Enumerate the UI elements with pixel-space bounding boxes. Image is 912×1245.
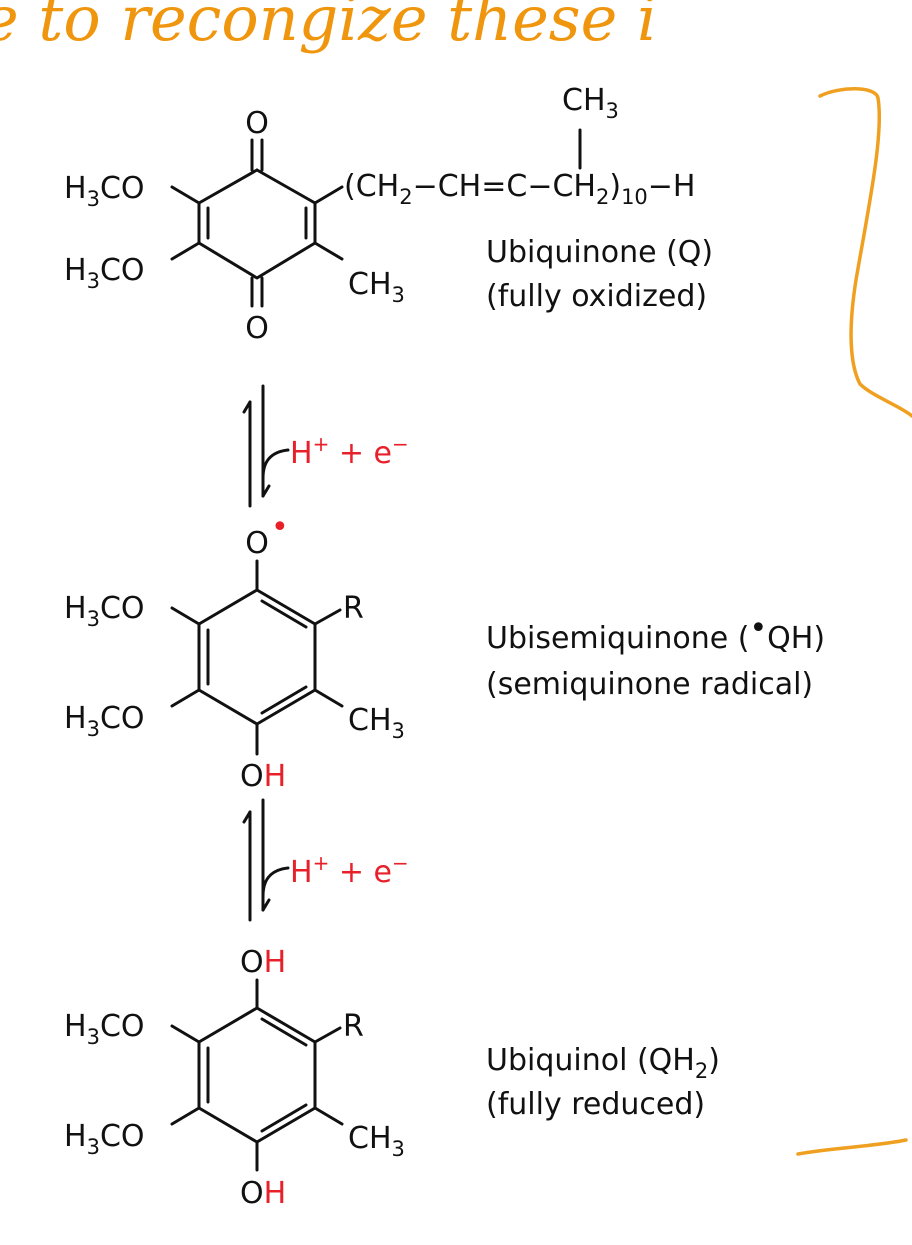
methoxy-bond — [170, 606, 201, 626]
isoprenoid-side-chain: (CH2−CH=C−CH2)10−H — [344, 169, 696, 209]
methoxy-bond — [170, 185, 201, 205]
r-bond — [313, 1026, 342, 1044]
ubisemiquinone-structure: O • H3CO H3CO R CH3 OH — [64, 510, 405, 794]
methoxy-group: H3CO — [64, 253, 145, 293]
ring-bond — [197, 168, 317, 280]
methyl-bond — [313, 688, 344, 708]
methoxy-group: H3CO — [64, 171, 145, 211]
methyl-group: CH3 — [348, 267, 405, 307]
r-group: R — [343, 1009, 364, 1044]
forward-arrow-head — [261, 484, 271, 498]
aromatic-inner-bond — [260, 1103, 308, 1133]
equilibrium-arrow — [242, 798, 290, 922]
methoxy-bond — [170, 241, 201, 261]
ring-bond — [197, 1006, 317, 1144]
ubiquinone-structure: O O H3CO H3CO CH3 (CH2−CH=C−CH2)10−H CH3 — [64, 83, 696, 346]
oxygen-atom: O — [245, 106, 269, 141]
ubiquinone-name: Ubiquinone (Q) — [486, 235, 713, 270]
handwritten-bracket-bottom — [796, 1138, 908, 1156]
ubiquinol-structure: OH H3CO H3CO R CH3 OH — [64, 945, 405, 1211]
methoxy-group: H3CO — [64, 701, 145, 741]
equilibrium-arrow — [242, 384, 290, 508]
methoxy-group: H3CO — [64, 1009, 145, 1049]
ubiquinol-state: (fully reduced) — [486, 1087, 705, 1122]
methyl-bond — [313, 1106, 344, 1126]
forward-arrow-head — [261, 898, 271, 912]
ubisemiquinone-name: Ubisemiquinone (•QH) — [486, 611, 825, 656]
side-chain-bond — [313, 185, 344, 205]
oxygen-atom: O — [245, 311, 269, 346]
oxygen-atom: O — [245, 526, 269, 561]
methoxy-bond — [170, 1024, 201, 1044]
aromatic-inner-bond — [260, 1017, 308, 1047]
radical-dot: • — [271, 510, 289, 545]
methoxy-group: H3CO — [64, 1119, 145, 1159]
aromatic-inner-bond — [260, 685, 308, 715]
ring-bond — [197, 588, 317, 726]
reverse-arrow-head — [242, 400, 252, 414]
r-group: R — [343, 591, 364, 626]
ubisemiquinone-state: (semiquinone radical) — [486, 667, 813, 702]
methyl-group: CH3 — [348, 703, 405, 743]
aromatic-inner-bond — [260, 599, 308, 629]
handwritten-bracket — [818, 87, 912, 418]
reverse-arrow-head — [242, 810, 252, 824]
methoxy-bond — [170, 1106, 201, 1126]
hydroxyl-group: OH — [240, 759, 286, 794]
methoxy-group: H3CO — [64, 591, 145, 631]
hydroxyl-group: OH — [240, 945, 286, 980]
reactant-curve — [261, 866, 290, 898]
reactant-curve — [261, 448, 290, 480]
ubiquinone-state: (fully oxidized) — [486, 279, 707, 314]
methyl-group: CH3 — [348, 1121, 405, 1161]
handwritten-note: e to recongize these i — [0, 0, 657, 55]
r-bond — [313, 608, 342, 626]
methyl-bond — [313, 241, 344, 261]
ubiquinol-name: Ubiquinol (QH2) — [486, 1043, 720, 1083]
proton-electron-label: H+ + e− — [290, 851, 409, 890]
hydroxyl-group: OH — [240, 1176, 286, 1211]
side-chain-methyl: CH3 — [562, 83, 619, 123]
proton-electron-label: H+ + e− — [290, 432, 409, 471]
methoxy-bond — [170, 688, 201, 708]
